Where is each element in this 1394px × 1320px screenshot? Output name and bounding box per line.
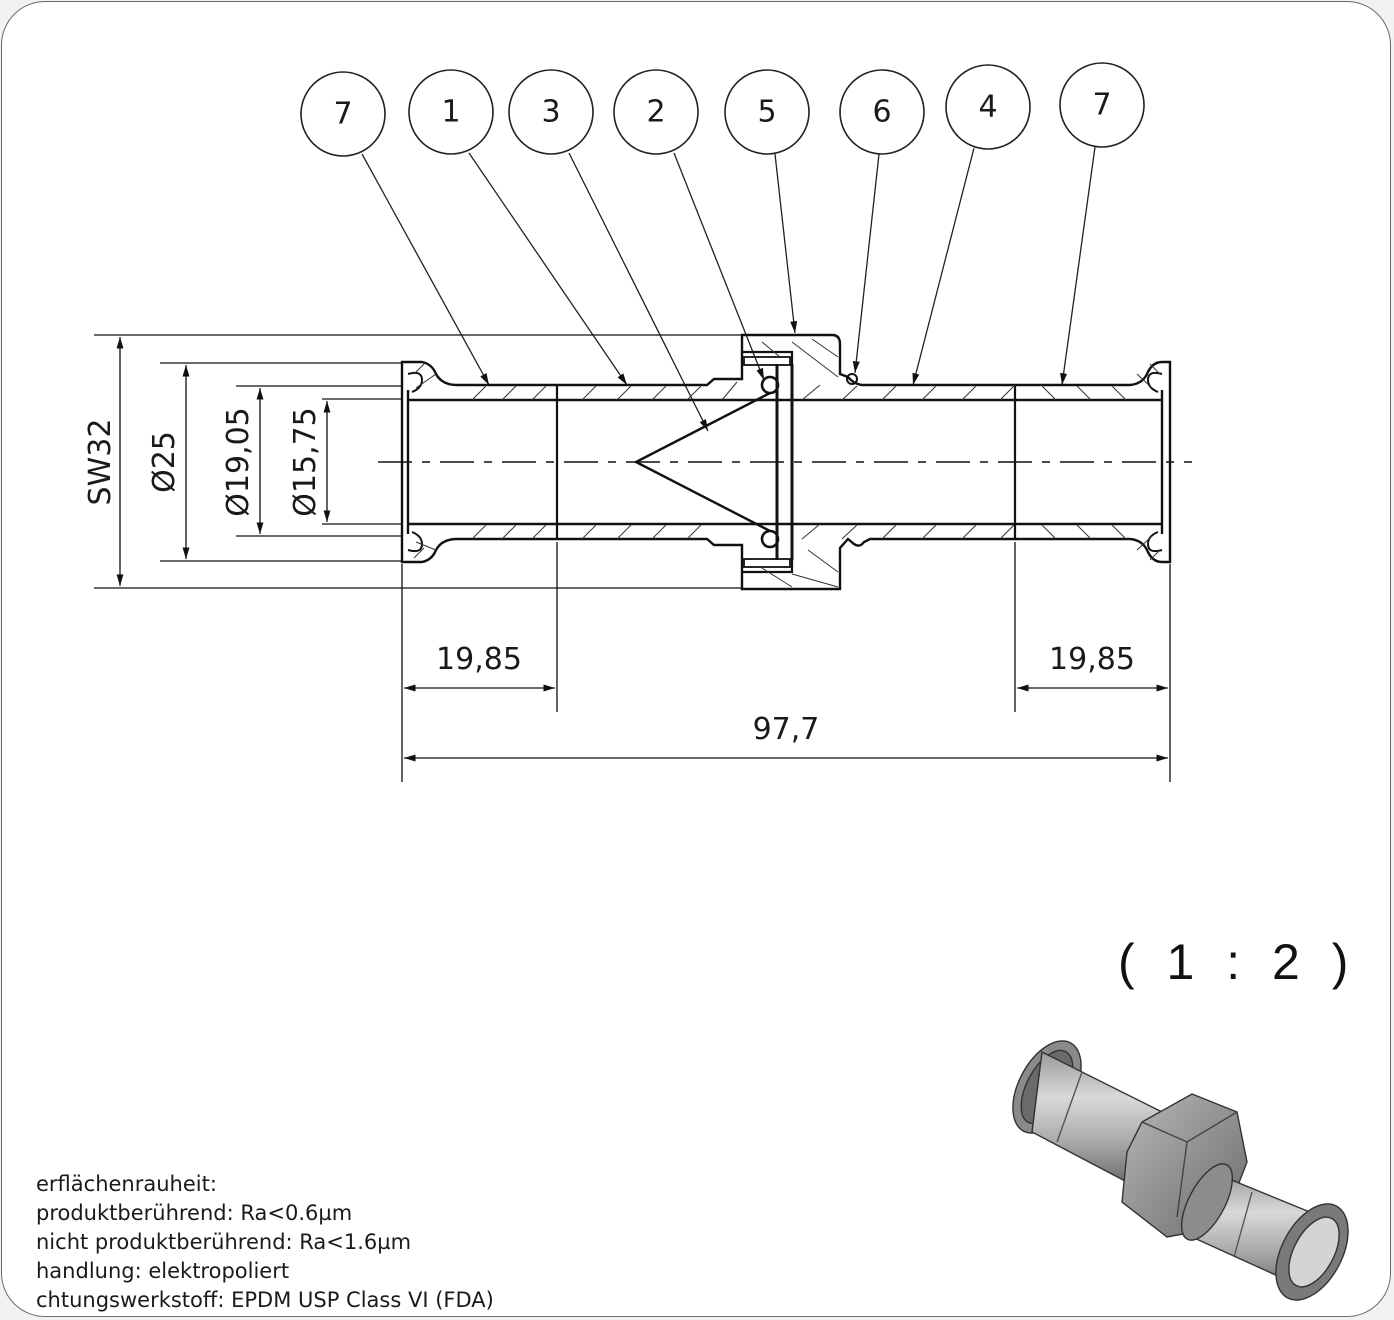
flange-groove-left-top bbox=[407, 371, 424, 393]
leader-7-right bbox=[1060, 146, 1096, 386]
iso-seam bbox=[1233, 1191, 1253, 1258]
note-line: handlung: elektropoliert bbox=[36, 1259, 290, 1283]
retainer-bottom bbox=[743, 558, 791, 568]
cone-strainer bbox=[633, 391, 771, 533]
hatching bbox=[413, 338, 1161, 588]
leader-4 bbox=[912, 147, 975, 386]
balloon-label: 5 bbox=[757, 95, 776, 130]
isometric-3d-view bbox=[1012, 1040, 1349, 1301]
balloon-label: 1 bbox=[441, 95, 460, 130]
retainer-top bbox=[743, 356, 791, 366]
oring-small bbox=[846, 373, 858, 385]
leader-7-left bbox=[361, 153, 490, 386]
dim-label-d1575: Ø15,75 bbox=[288, 407, 323, 517]
scale-label: ( 1 : 2 ) bbox=[1118, 934, 1351, 990]
flange-groove-right-top bbox=[1146, 371, 1163, 393]
horizontal-dimensions bbox=[401, 542, 1171, 782]
iso-nut-edges bbox=[1141, 1111, 1238, 1218]
balloon-group bbox=[300, 62, 1145, 157]
balloon-4 bbox=[945, 64, 1031, 150]
leader-lines bbox=[361, 146, 1096, 432]
leader-3 bbox=[568, 152, 709, 432]
note-line: chtungswerkstoff: EPDM USP Class VI (FDA… bbox=[36, 1288, 494, 1312]
balloon-7-right bbox=[1059, 62, 1145, 148]
dim-label-total: 97,7 bbox=[753, 712, 820, 747]
balloon-label: 6 bbox=[872, 95, 891, 130]
dim-label-d25: Ø25 bbox=[147, 431, 182, 493]
dim-label-d1905: Ø19,05 bbox=[221, 407, 256, 517]
balloon-label: 7 bbox=[333, 97, 352, 132]
dim-label-left: 19,85 bbox=[436, 642, 522, 677]
leader-6 bbox=[852, 153, 880, 374]
balloon-5 bbox=[724, 69, 810, 155]
notes-block: erflächenrauheit: produktberührend: Ra<0… bbox=[2, 1170, 622, 1315]
flange-groove-left-bottom bbox=[407, 531, 424, 553]
note-line: nicht produktberührend: Ra<1.6µm bbox=[36, 1230, 412, 1254]
leader-2 bbox=[673, 152, 765, 381]
dim-label-sw32: SW32 bbox=[83, 419, 118, 506]
balloon-label: 3 bbox=[541, 95, 560, 130]
balloon-2 bbox=[613, 69, 699, 155]
iso-thread bbox=[1180, 1163, 1234, 1241]
section-view bbox=[378, 333, 1192, 591]
note-line: erflächenrauheit: bbox=[36, 1172, 217, 1196]
balloon-label: 2 bbox=[646, 95, 665, 130]
tube-outer-contour bbox=[400, 333, 1172, 591]
balloon-7-left bbox=[300, 71, 386, 157]
balloon-label: 7 bbox=[1092, 88, 1111, 123]
leader-5 bbox=[774, 153, 798, 334]
balloon-3 bbox=[508, 69, 594, 155]
leader-1 bbox=[468, 152, 628, 386]
vertical-dimensions bbox=[94, 334, 742, 589]
balloon-6 bbox=[839, 69, 925, 155]
iso-seam bbox=[1056, 1071, 1083, 1143]
balloon-1 bbox=[408, 69, 494, 155]
note-line: produktberührend: Ra<0.6µm bbox=[36, 1201, 353, 1225]
balloon-label: 4 bbox=[978, 90, 997, 125]
flange-groove-right-bottom bbox=[1146, 531, 1163, 553]
dim-label-right: 19,85 bbox=[1049, 642, 1135, 677]
iso-flange-right-bore bbox=[1288, 1216, 1340, 1288]
